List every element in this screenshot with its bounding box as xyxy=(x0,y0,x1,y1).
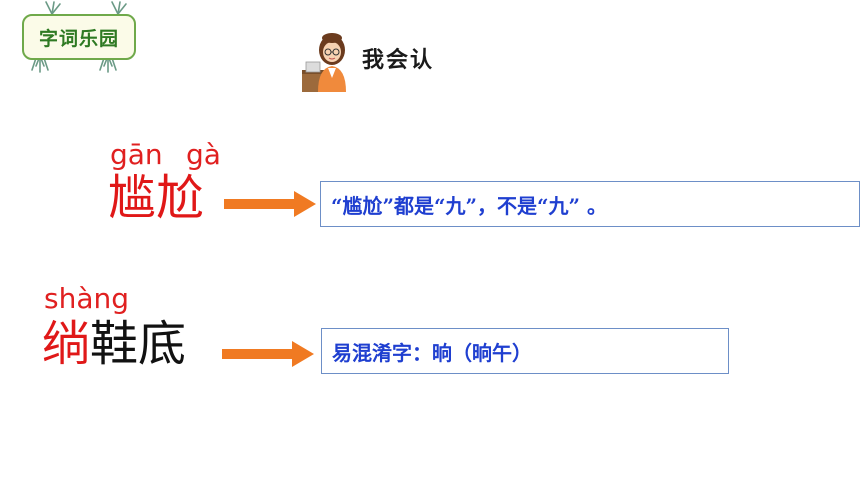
section-title: 我会认 xyxy=(362,47,435,73)
pinyin-shang: shàng xyxy=(44,282,130,315)
section-badge: 字词乐园 xyxy=(22,14,136,60)
arrow-right-icon xyxy=(222,341,314,367)
vocab-word-shangxiedi: 绱鞋底 xyxy=(42,320,186,368)
badge-label: 字词乐园 xyxy=(38,27,119,50)
note-box-gangga: “尴尬”都是“九”，不是“九” 。 xyxy=(320,181,860,227)
vocab-char-shang: 绱 xyxy=(42,316,91,372)
pinyin-ga: gà xyxy=(186,138,221,171)
pinyin-gan: gān xyxy=(110,138,163,171)
teacher-icon xyxy=(302,33,346,92)
vocab-word-gangga: 尴尬 xyxy=(108,170,205,226)
note-box-shang: 易混淆字：晌（晌午） xyxy=(321,328,729,374)
arrow-right-icon xyxy=(224,191,316,217)
note-text-shang: 易混淆字：晌（晌午） xyxy=(332,340,532,365)
vocab-chars-xiedi: 鞋底 xyxy=(90,316,187,372)
note-text-gangga: “尴尬”都是“九”，不是“九” 。 xyxy=(331,193,607,218)
